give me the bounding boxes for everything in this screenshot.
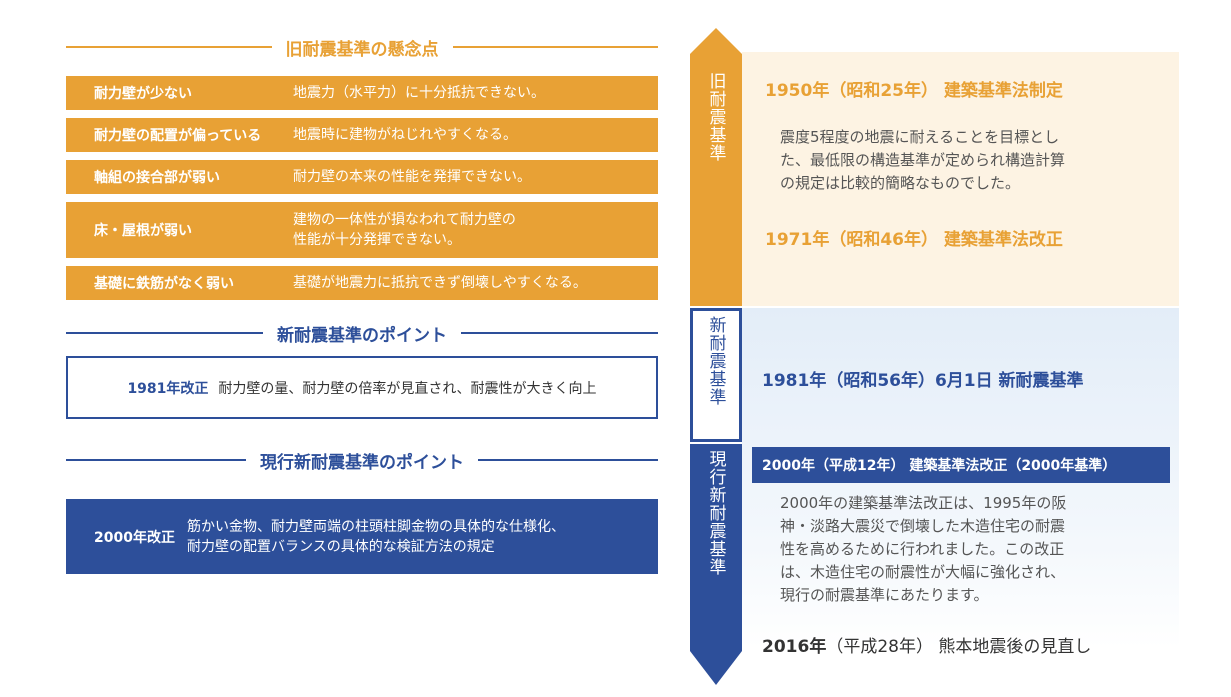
timeline-segment-current xyxy=(690,444,742,651)
timeline-segment-old xyxy=(690,54,742,306)
concern-value: 耐力壁の本来の性能を発揮できない。 xyxy=(293,169,531,185)
concern-row: 基礎に鉄筋がなく弱い 基礎が地震力に抵抗できず倒壊しやすくなる。 xyxy=(66,266,658,300)
timeline-arrow-tail xyxy=(690,651,742,685)
timeline-label-current: 現行新耐震基準 xyxy=(705,450,726,576)
desc-line: 現行の耐震基準にあたります。 xyxy=(780,586,989,604)
new-points-title: 新耐震基準のポイント xyxy=(277,325,447,346)
old-concerns-heading: 旧耐震基準の懸念点 xyxy=(66,30,658,64)
heading-rule-right xyxy=(452,46,658,48)
timeline-label-old: 旧耐震基準 xyxy=(705,72,726,162)
event-2000-description: 2000年の建築基準法改正は、1995年の阪 神・淡路大震災で倒壊した木造住宅の… xyxy=(780,492,1066,607)
concern-key: 耐力壁が少ない xyxy=(94,86,192,102)
new-points-text: 耐力壁の量、耐力壁の倍率が見直され、耐震性が大きく向上 xyxy=(218,380,597,397)
current-points-box: 2000年改正 筋かい金物、耐力壁両端の柱頭柱脚金物の具体的な仕様化、 耐力壁の… xyxy=(66,499,658,574)
concern-row: 軸組の接合部が弱い 耐力壁の本来の性能を発揮できない。 xyxy=(66,160,658,194)
desc-line: 性を高めるために行われました。この改正 xyxy=(780,540,1065,558)
concern-key: 耐力壁の配置が偏っている xyxy=(94,128,262,144)
concern-key: 軸組の接合部が弱い xyxy=(94,170,220,186)
old-concerns-title: 旧耐震基準の懸念点 xyxy=(285,39,439,60)
concern-row: 床・屋根が弱い 建物の一体性が損なわれて耐力壁の 性能が十分発揮できない。 xyxy=(66,202,658,258)
concern-value: 建物の一体性が損なわれて耐力壁の 性能が十分発揮できない。 xyxy=(293,210,658,250)
event-2016: 2016年（平成28年） 熊本地震後の見直し xyxy=(762,632,1091,657)
concern-value-line1: 建物の一体性が損なわれて耐力壁の xyxy=(293,212,516,228)
event-1950-description: 震度5程度の地震に耐えることを目標とし た、最低限の構造基準が定められ構造計算 … xyxy=(780,126,1065,195)
new-points-box: 1981年改正 耐力壁の量、耐力壁の倍率が見直され、耐震性が大きく向上 xyxy=(66,356,658,419)
concern-key: 基礎に鉄筋がなく弱い xyxy=(94,276,234,292)
current-points-year: 2000年改正 xyxy=(94,529,175,546)
event-2016-text: （平成28年） 熊本地震後の見直し xyxy=(826,637,1092,657)
desc-line: は、木造住宅の耐震性が大幅に強化され、 xyxy=(780,563,1066,581)
timeline-arrow-head xyxy=(690,28,742,54)
current-points-line2: 耐力壁の配置バランスの具体的な検証方法の規定 xyxy=(186,538,495,555)
desc-line: 震度5程度の地震に耐えることを目標とし xyxy=(780,128,1060,146)
desc-line: 神・淡路大震災で倒壊した木造住宅の耐震 xyxy=(780,517,1066,535)
desc-line: の規定は比較的簡略なものでした。 xyxy=(780,174,1021,192)
event-2016-year: 2016年 xyxy=(762,637,827,657)
heading-rule-right xyxy=(478,459,658,461)
event-2000-bar: 2000年（平成12年） 建築基準法改正（2000年基準） xyxy=(752,447,1170,483)
new-points-heading: 新耐震基準のポイント xyxy=(66,316,658,350)
timeline-segment-new-inner xyxy=(693,311,739,439)
heading-rule-left xyxy=(66,459,246,461)
new-points-year: 1981年改正 xyxy=(127,380,209,397)
current-points-title: 現行新耐震基準のポイント xyxy=(260,452,464,473)
concern-value: 地震力（水平力）に十分抵抗できない。 xyxy=(293,85,545,101)
heading-rule-left xyxy=(66,46,272,48)
heading-rule-left xyxy=(66,332,263,334)
concern-value: 基礎が地震力に抵抗できず倒壊しやすくなる。 xyxy=(293,275,587,291)
event-1971: 1971年（昭和46年） 建築基準法改正 xyxy=(765,230,1063,250)
current-points-line1: 筋かい金物、耐力壁両端の柱頭柱脚金物の具体的な仕様化、 xyxy=(186,518,565,535)
old-era-panel xyxy=(742,52,1179,306)
concern-row: 耐力壁が少ない 地震力（水平力）に十分抵抗できない。 xyxy=(66,76,658,110)
desc-line: た、最低限の構造基準が定められ構造計算 xyxy=(780,151,1066,169)
concern-row: 耐力壁の配置が偏っている 地震時に建物がねじれやすくなる。 xyxy=(66,118,658,152)
concern-value: 地震時に建物がねじれやすくなる。 xyxy=(293,127,517,143)
timeline-label-new: 新耐震基準 xyxy=(705,316,726,406)
heading-rule-right xyxy=(461,332,658,334)
current-points-heading: 現行新耐震基準のポイント xyxy=(66,443,658,477)
event-1981: 1981年（昭和56年）6月1日 新耐震基準 xyxy=(762,371,1084,391)
concern-value-line2: 性能が十分発揮できない。 xyxy=(293,232,461,248)
event-1950: 1950年（昭和25年） 建築基準法制定 xyxy=(765,81,1063,101)
desc-line: 2000年の建築基準法改正は、1995年の阪 xyxy=(780,494,1067,512)
current-points-text: 筋かい金物、耐力壁両端の柱頭柱脚金物の具体的な仕様化、 耐力壁の配置バランスの具… xyxy=(187,517,565,557)
concern-key: 床・屋根が弱い xyxy=(94,223,192,239)
